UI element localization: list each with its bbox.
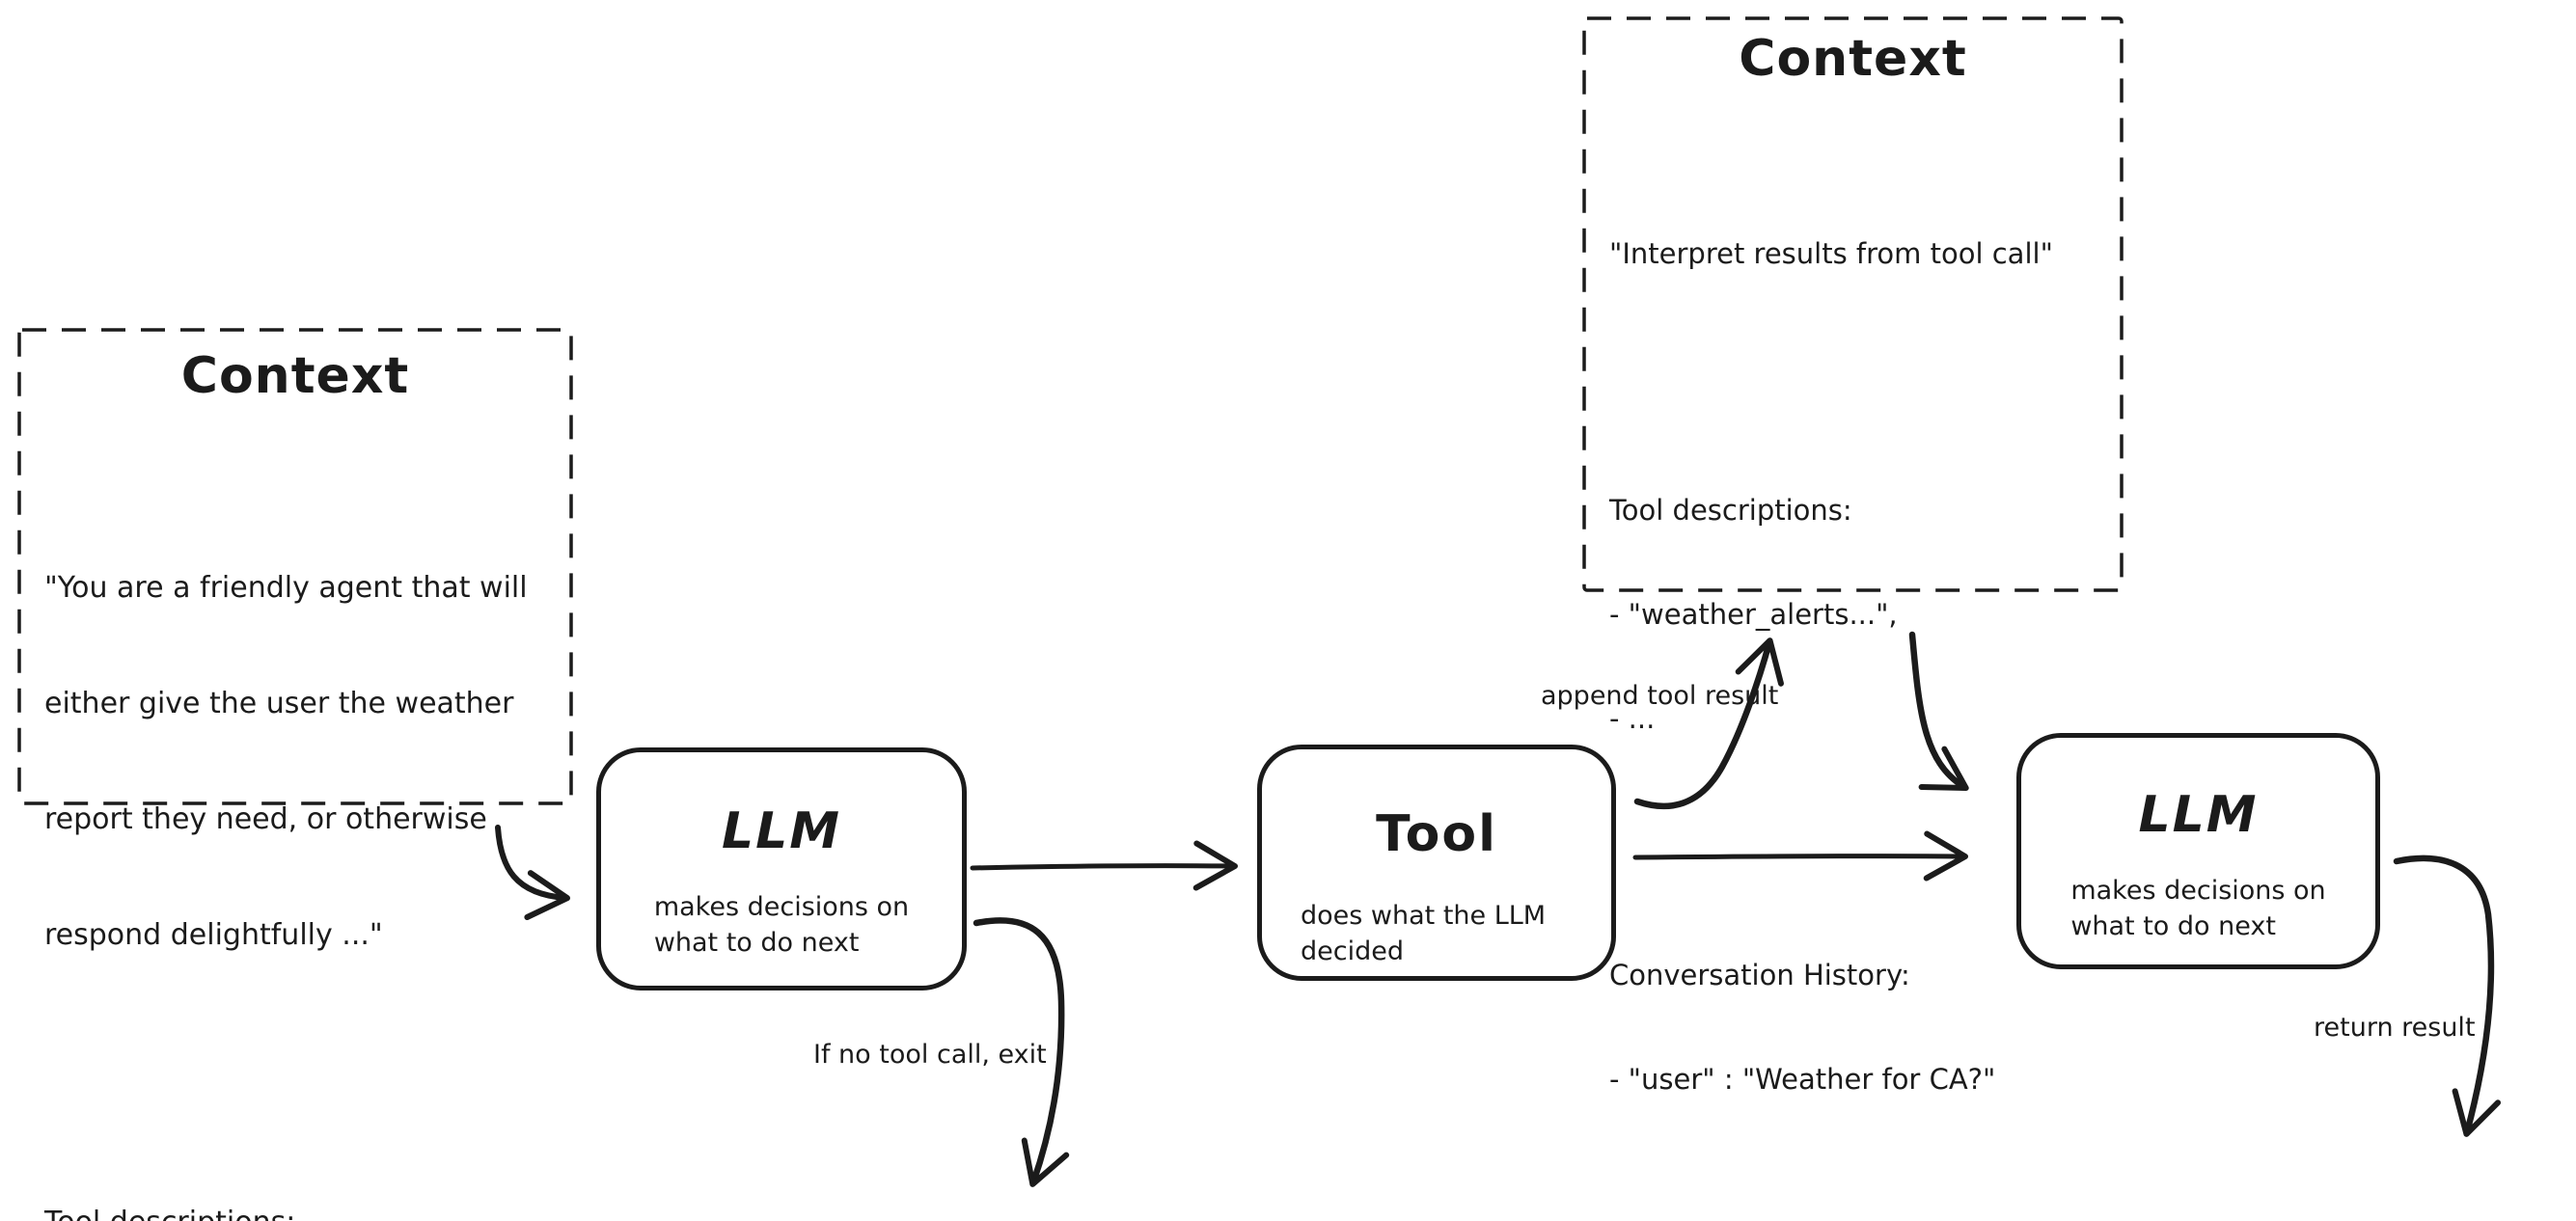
label-return-result: return result xyxy=(2314,1013,2476,1043)
arrow-llm1-exit xyxy=(973,917,1070,1187)
context-line: Conversation History: xyxy=(1609,959,1910,991)
context-box-2: Context "Interpret results from tool cal… xyxy=(1584,18,2122,1096)
context-box-1-title: Context xyxy=(180,347,410,405)
context-line: - "weather_alerts...", xyxy=(1609,598,1898,631)
tool-box-title: Tool xyxy=(1376,805,1497,863)
tool-box: Tool does what the LLM decided xyxy=(1257,745,1616,981)
llm-box-1: LLM makes decisions on what to do next xyxy=(596,747,967,990)
context-line: Tool descriptions: xyxy=(44,1204,546,1221)
context-line: "Interpret results from tool call" xyxy=(1609,237,2053,270)
label-if-no-tool-call-exit: If no tool call, exit xyxy=(813,1040,1047,1070)
context-line: report they need, or otherwise xyxy=(44,802,487,836)
llm-box-1-description: makes decisions on what to do next xyxy=(653,892,910,958)
label-append-tool-result: append tool result xyxy=(1541,681,1779,711)
llm-box-2: LLM makes decisions on what to do next xyxy=(2016,733,2380,969)
context-line: - ... xyxy=(1609,702,1656,735)
arrow-context2-to-llm2 xyxy=(1908,631,1969,792)
llm-box-2-title: LLM xyxy=(2138,786,2259,844)
arrow-tool-to-llm2 xyxy=(1632,830,1968,882)
arrow-llm1-to-tool xyxy=(970,840,1238,891)
arrow-llm2-return xyxy=(2393,855,2502,1137)
context-line: Tool descriptions: xyxy=(1609,494,1852,527)
tool-box-description: does what the LLM decided xyxy=(1301,901,1547,966)
arrow-tool-to-context2 xyxy=(1633,638,1784,810)
llm-box-2-description: makes decisions on what to do next xyxy=(2070,876,2326,941)
context-line: "You are a friendly agent that will xyxy=(44,571,528,605)
arrow-context1-to-llm1 xyxy=(495,825,570,920)
context-line: - "user" : "Weather for CA?" xyxy=(1609,1063,1996,1096)
context-box-1: Context "You are a friendly agent that w… xyxy=(19,330,571,1221)
llm-box-1-title: LLM xyxy=(721,802,841,860)
context-box-2-title: Context xyxy=(1739,30,1967,88)
context-line: either give the user the weather xyxy=(44,687,514,720)
context-line: respond delightfully ..." xyxy=(44,918,383,952)
